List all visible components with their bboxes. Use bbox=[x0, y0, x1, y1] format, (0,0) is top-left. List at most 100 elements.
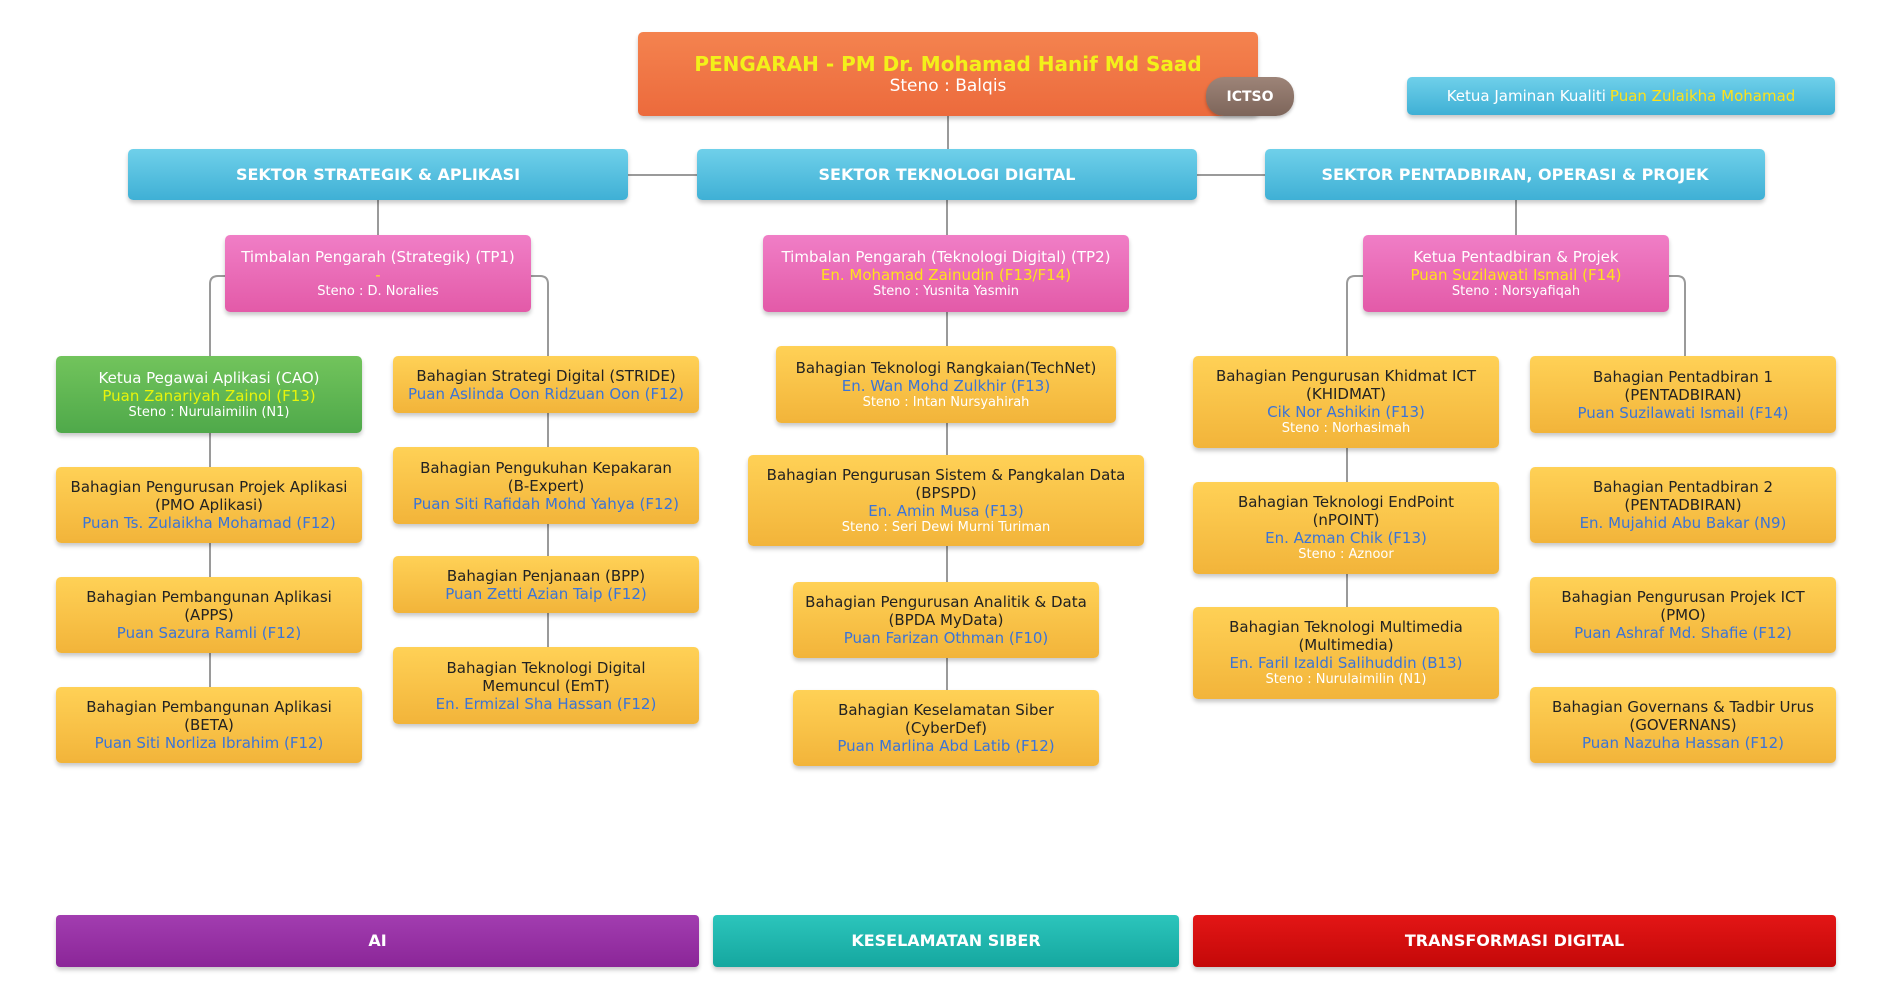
unit-head-name: Puan Nazuha Hassan (F12) bbox=[1581, 734, 1784, 752]
unit-title: (PMO Aplikasi) bbox=[155, 496, 263, 514]
sector-label: SEKTOR PENTADBIRAN, OPERASI & PROJEK bbox=[1321, 164, 1709, 184]
unit-steno: Steno : Intan Nursyahirah bbox=[862, 394, 1030, 410]
director-title: PENGARAH - PM Dr. Mohamad Hanif Md Saad bbox=[694, 51, 1202, 76]
banner-label: AI bbox=[368, 931, 387, 951]
unit-box[interactable]: Bahagian Pengurusan Analitik & Data(BPDA… bbox=[793, 582, 1099, 658]
unit-box[interactable]: Bahagian Pembangunan Aplikasi(APPS)Puan … bbox=[56, 577, 362, 653]
banner-label: KESELAMATAN SIBER bbox=[851, 931, 1041, 951]
unit-title: (PENTADBIRAN) bbox=[1624, 385, 1742, 404]
sector-header[interactable]: SEKTOR TEKNOLOGI DIGITAL bbox=[697, 149, 1197, 200]
unit-head-name: Puan Ashraf Md. Shafie (F12) bbox=[1574, 624, 1792, 642]
unit-box[interactable]: Bahagian Strategi Digital (STRIDE)Puan A… bbox=[393, 356, 699, 413]
connector-bracket bbox=[531, 275, 549, 356]
unit-title: (KHIDMAT) bbox=[1306, 385, 1386, 404]
ictso-badge[interactable]: ICTSO bbox=[1206, 77, 1294, 116]
unit-title: (PENTADBIRAN) bbox=[1624, 496, 1742, 514]
unit-title: Bahagian Pengurusan Projek Aplikasi bbox=[70, 478, 348, 496]
deputy-name: Puan Suzilawati Ismail (F14) bbox=[1410, 265, 1622, 284]
deputy-box[interactable]: Timbalan Pengarah (Teknologi Digital) (T… bbox=[763, 235, 1129, 312]
unit-steno: Steno : Nurulaimilin (N1) bbox=[1265, 672, 1427, 688]
sector-header[interactable]: SEKTOR PENTADBIRAN, OPERASI & PROJEK bbox=[1265, 149, 1765, 200]
unit-title: Bahagian Pengurusan Analitik & Data bbox=[805, 593, 1087, 611]
unit-title: Bahagian Pengukuhan Kepakaran bbox=[420, 458, 672, 477]
unit-box[interactable]: Bahagian Teknologi EndPoint(nPOINT)En. A… bbox=[1193, 482, 1499, 574]
unit-title: (BPSPD) bbox=[915, 483, 977, 502]
unit-head-name: En. Wan Mohd Zulkhir (F13) bbox=[841, 376, 1051, 395]
deputy-steno: Steno : D. Noralies bbox=[317, 283, 439, 299]
unit-title: Bahagian Pengurusan Khidmat ICT bbox=[1215, 367, 1477, 386]
unit-box[interactable]: Bahagian Governans & Tadbir Urus(GOVERNA… bbox=[1530, 687, 1836, 763]
unit-head-name: En. Faril Izaldi Salihuddin (B13) bbox=[1229, 654, 1463, 673]
deputy-title: Timbalan Pengarah (Teknologi Digital) (T… bbox=[781, 247, 1111, 266]
unit-title: (CyberDef) bbox=[904, 719, 988, 737]
banner-transformasi-digital[interactable]: TRANSFORMASI DIGITAL bbox=[1193, 915, 1836, 967]
unit-box[interactable]: Bahagian Pentadbiran 1(PENTADBIRAN)Puan … bbox=[1530, 356, 1836, 433]
unit-title: (Multimedia) bbox=[1298, 636, 1394, 655]
unit-box[interactable]: Bahagian Teknologi Multimedia(Multimedia… bbox=[1193, 607, 1499, 699]
unit-title: Bahagian Pengurusan Sistem & Pangkalan D… bbox=[766, 465, 1126, 484]
deputy-title: Ketua Pentadbiran & Projek bbox=[1413, 247, 1619, 266]
unit-box[interactable]: Bahagian Pentadbiran 2(PENTADBIRAN)En. M… bbox=[1530, 467, 1836, 543]
banner-keselamatan-siber[interactable]: KESELAMATAN SIBER bbox=[713, 915, 1179, 967]
unit-title: (BETA) bbox=[184, 716, 234, 734]
unit-title: Bahagian Pentadbiran 2 bbox=[1592, 478, 1774, 496]
unit-box[interactable]: Bahagian Pengurusan Projek Aplikasi(PMO … bbox=[56, 467, 362, 543]
unit-box[interactable]: Bahagian Pengurusan Projek ICT(PMO)Puan … bbox=[1530, 577, 1836, 653]
unit-title: (APPS) bbox=[184, 606, 234, 624]
unit-title: Bahagian Teknologi EndPoint bbox=[1237, 493, 1455, 512]
quality-lead-title: Ketua Jaminan Kualiti bbox=[1446, 87, 1606, 105]
unit-box[interactable]: Bahagian Pengurusan Sistem & Pangkalan D… bbox=[748, 455, 1144, 546]
quality-lead-name: Puan Zulaikha Mohamad bbox=[1609, 87, 1796, 105]
unit-steno: Steno : Aznoor bbox=[1298, 547, 1394, 563]
sector-label: SEKTOR STRATEGIK & APLIKASI bbox=[235, 164, 521, 184]
unit-head-name: En. Ermizal Sha Hassan (F12) bbox=[435, 694, 657, 713]
unit-title: Bahagian Teknologi Digital bbox=[446, 658, 646, 677]
unit-head-name: Puan Ts. Zulaikha Mohamad (F12) bbox=[82, 514, 336, 532]
banner-ai[interactable]: AI bbox=[56, 915, 699, 967]
deputy-name: En. Mohamad Zainudin (F13/F14) bbox=[820, 265, 1072, 284]
cao-steno: Steno : Nurulaimilin (N1) bbox=[128, 404, 290, 420]
director-steno: Steno : Balqis bbox=[889, 75, 1007, 96]
deputy-steno: Steno : Yusnita Yasmin bbox=[872, 283, 1020, 299]
unit-head-name: En. Mujahid Abu Bakar (N9) bbox=[1579, 514, 1787, 532]
unit-title: (nPOINT) bbox=[1312, 511, 1380, 530]
unit-head-name: En. Azman Chik (F13) bbox=[1265, 529, 1427, 548]
deputy-box[interactable]: Timbalan Pengarah (Strategik) (TP1)-Sten… bbox=[225, 235, 531, 312]
unit-head-name: Puan Farizan Othman (F10) bbox=[843, 629, 1049, 647]
deputy-title: Timbalan Pengarah (Strategik) (TP1) bbox=[241, 247, 515, 266]
deputy-steno: Steno : Norsyafiqah bbox=[1451, 283, 1581, 299]
unit-box[interactable]: Bahagian Penjanaan (BPP)Puan Zetti Azian… bbox=[393, 556, 699, 613]
unit-box[interactable]: Bahagian Pembangunan Aplikasi(BETA)Puan … bbox=[56, 687, 362, 763]
connector-bracket bbox=[1346, 275, 1363, 356]
unit-box[interactable]: Bahagian Keselamatan Siber(CyberDef)Puan… bbox=[793, 690, 1099, 766]
unit-box[interactable]: Bahagian Pengukuhan Kepakaran(B-Expert)P… bbox=[393, 447, 699, 524]
banner-label: TRANSFORMASI DIGITAL bbox=[1404, 931, 1625, 951]
unit-title: Bahagian Teknologi Rangkaian(TechNet) bbox=[795, 358, 1097, 377]
unit-title: Bahagian Pembangunan Aplikasi bbox=[86, 698, 332, 716]
unit-title: Bahagian Governans & Tadbir Urus bbox=[1552, 698, 1814, 716]
unit-steno: Steno : Seri Dewi Murni Turiman bbox=[841, 519, 1051, 535]
connector-bracket bbox=[209, 275, 225, 356]
sector-header[interactable]: SEKTOR STRATEGIK & APLIKASI bbox=[128, 149, 628, 200]
unit-title: Bahagian Strategi Digital (STRIDE) bbox=[416, 366, 676, 385]
unit-head-name: Cik Nor Ashikin (F13) bbox=[1267, 403, 1425, 422]
unit-head-name: En. Amin Musa (F13) bbox=[868, 501, 1024, 520]
unit-head-name: Puan Siti Norliza Ibrahim (F12) bbox=[94, 734, 324, 752]
unit-box[interactable]: Bahagian Teknologi Rangkaian(TechNet)En.… bbox=[776, 346, 1116, 423]
unit-steno: Steno : Norhasimah bbox=[1281, 421, 1411, 437]
unit-head-name: Puan Aslinda Oon Ridzuan Oon (F12) bbox=[407, 384, 685, 403]
unit-title: Bahagian Pentadbiran 1 bbox=[1592, 367, 1774, 386]
cao-box[interactable]: Ketua Pegawai Aplikasi (CAO)Puan Zanariy… bbox=[56, 356, 362, 433]
unit-title: Bahagian Keselamatan Siber bbox=[838, 701, 1054, 719]
unit-box[interactable]: Bahagian Pengurusan Khidmat ICT(KHIDMAT)… bbox=[1193, 356, 1499, 448]
unit-head-name: Puan Zetti Azian Taip (F12) bbox=[445, 584, 647, 603]
unit-title: Bahagian Teknologi Multimedia bbox=[1229, 618, 1463, 637]
unit-title: (PMO) bbox=[1660, 606, 1706, 624]
unit-title: Bahagian Penjanaan (BPP) bbox=[446, 566, 646, 585]
